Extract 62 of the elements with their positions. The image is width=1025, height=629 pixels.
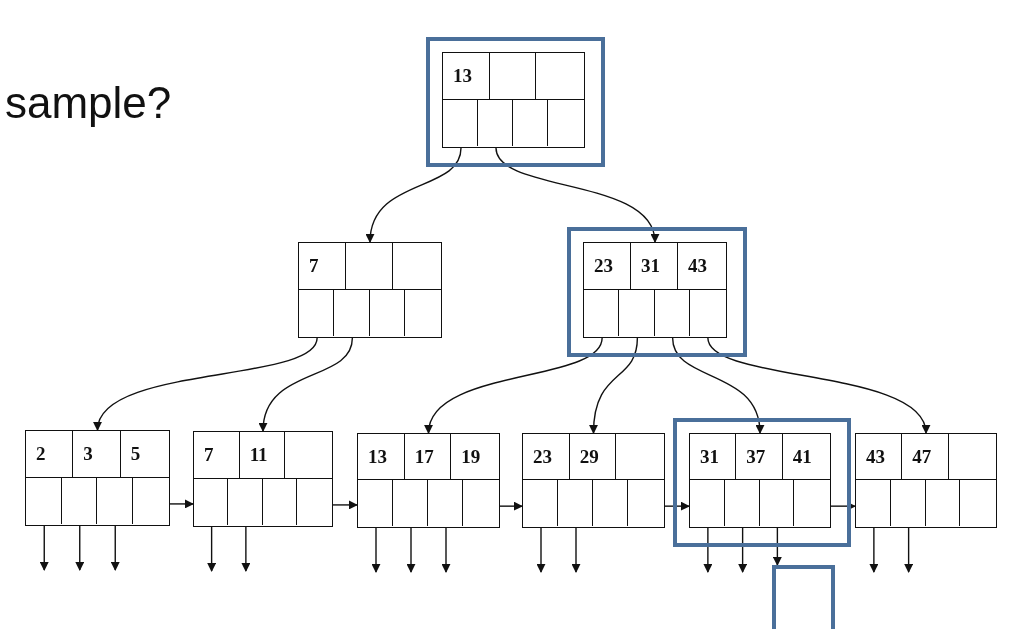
tree-node	[298, 242, 442, 338]
pointer-arrow	[536, 527, 546, 573]
link-arrow	[664, 501, 690, 511]
pointer-arrow	[495, 147, 658, 243]
pointer-arrow	[425, 337, 603, 434]
pointer-arrow	[75, 525, 85, 571]
key-value: 31	[641, 255, 660, 278]
key-value: 17	[414, 446, 434, 468]
key-value: 13	[368, 446, 387, 468]
pointer-arrow	[772, 527, 782, 566]
pointer-arrow	[869, 527, 879, 573]
key-value: 2	[36, 443, 46, 466]
key-value: 47	[912, 446, 932, 468]
pointer-arrow	[738, 527, 748, 573]
highlight-frame	[772, 565, 835, 629]
pointer-arrow	[406, 527, 416, 573]
key-value: 43	[688, 255, 707, 278]
highlight-frame	[673, 418, 851, 547]
pointer-arrow	[371, 527, 381, 573]
pointer-arrow	[366, 147, 462, 243]
link-arrow	[830, 501, 856, 511]
pointer-arrow	[39, 525, 49, 571]
pointer-arrow	[441, 527, 451, 573]
pointer-arrow	[904, 527, 914, 573]
pointer-arrow	[707, 337, 929, 434]
key-value: 43	[866, 446, 885, 468]
tree-node	[522, 433, 665, 528]
key-value: 13	[453, 65, 472, 88]
key-value: 19	[461, 446, 481, 468]
pointer-arrow	[95, 337, 318, 431]
key-value: 3	[83, 443, 93, 466]
tree-node	[193, 431, 333, 527]
pointer-arrow	[241, 526, 251, 572]
key-value: 31	[700, 446, 719, 468]
link-arrow	[169, 499, 194, 509]
key-value: 29	[579, 446, 599, 468]
key-value: 7	[204, 444, 214, 467]
pointer-arrow	[110, 525, 120, 571]
link-arrow	[332, 500, 358, 510]
tree-node	[855, 433, 997, 528]
key-value: 41	[792, 446, 812, 468]
key-value: 5	[130, 443, 141, 466]
tree-node	[357, 433, 500, 528]
link-arrow	[499, 501, 523, 511]
pointer-arrow	[571, 527, 581, 573]
key-value: 23	[594, 255, 613, 278]
pointer-arrow	[259, 337, 354, 432]
pointer-arrow	[207, 526, 217, 572]
key-value: 23	[533, 446, 552, 468]
tree-node	[583, 242, 727, 338]
pointer-arrow	[589, 337, 639, 434]
highlight-frame	[426, 37, 605, 167]
heading-text: sample?	[5, 78, 172, 128]
key-value: 7	[309, 255, 319, 278]
highlight-frame	[567, 227, 747, 357]
tree-node	[689, 433, 831, 528]
key-value: 37	[746, 446, 766, 468]
key-value: 11	[249, 444, 268, 467]
pointer-arrow	[703, 527, 713, 573]
tree-node	[25, 430, 170, 526]
pointer-arrow	[671, 337, 764, 434]
tree-node	[442, 52, 585, 148]
